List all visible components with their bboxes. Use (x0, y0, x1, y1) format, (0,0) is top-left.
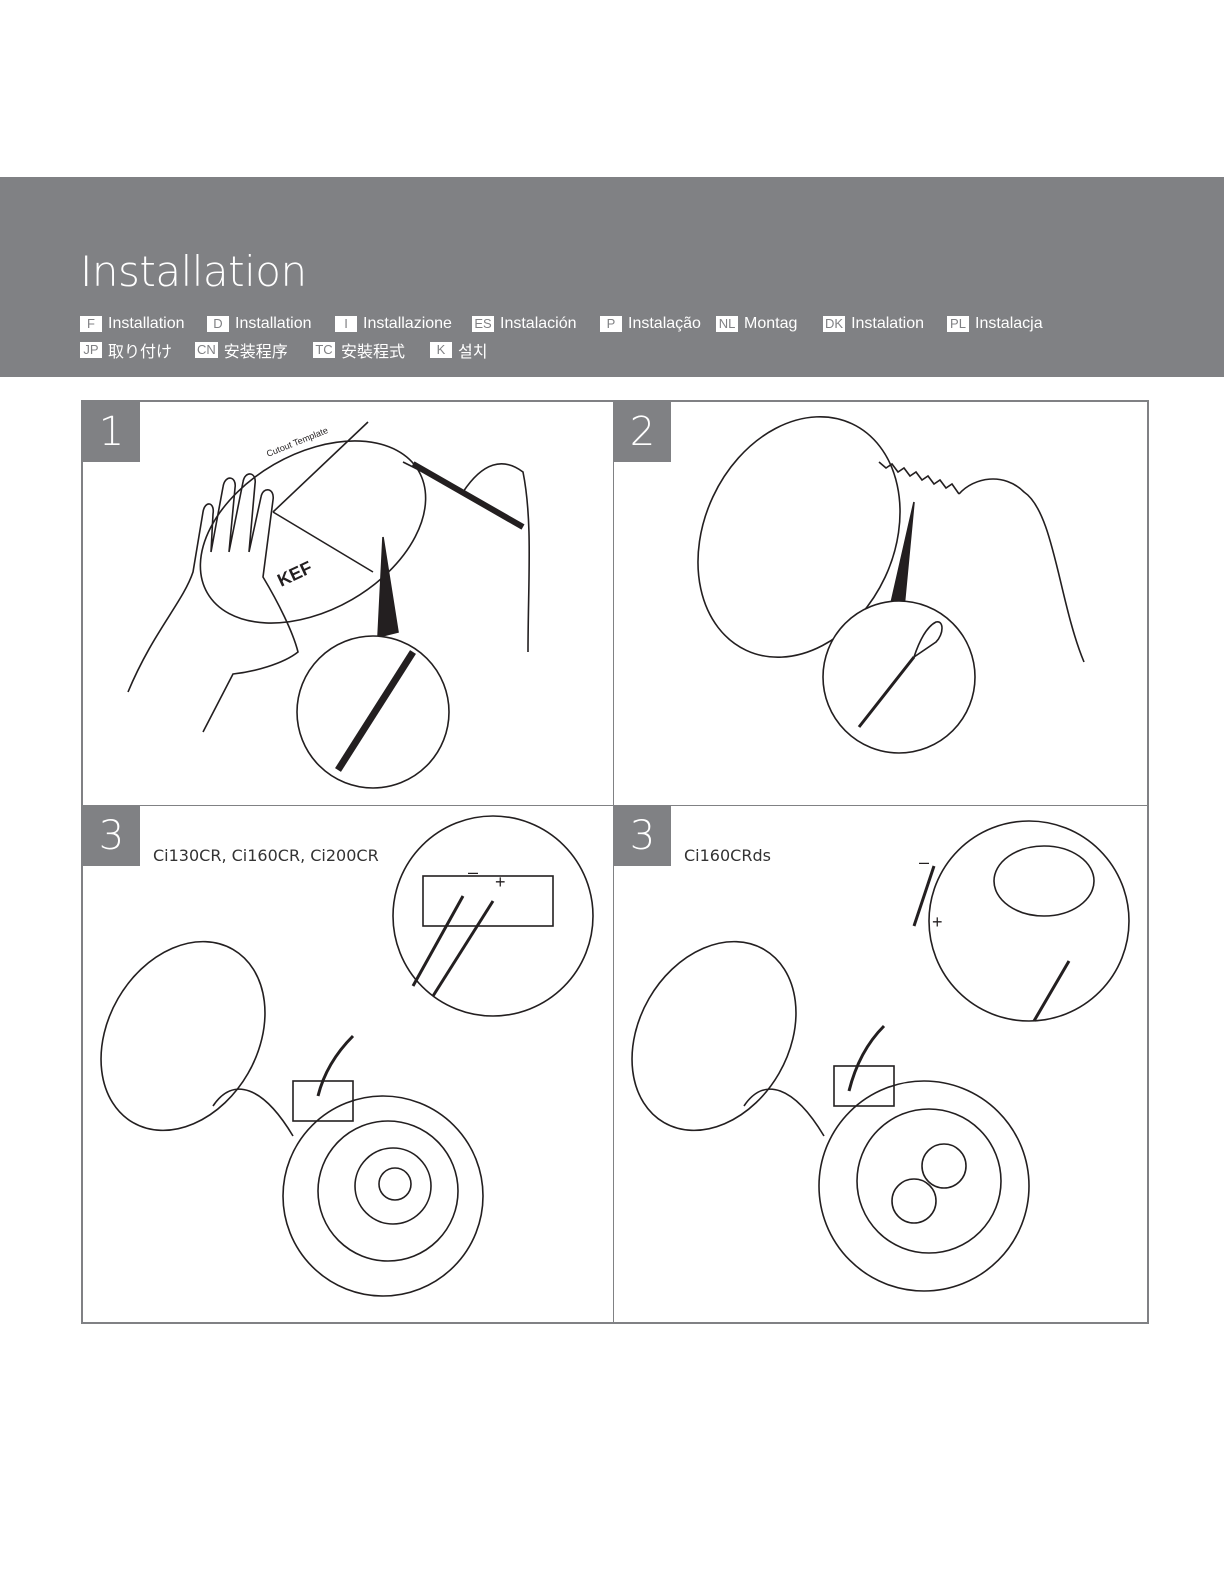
ceiling-cutout (83, 912, 298, 1160)
step-3a-illustration: – + (83, 806, 614, 1322)
speaker-cable (744, 1089, 824, 1136)
header-banner: Installation F Installation D Installation… (0, 177, 1224, 377)
speaker-baffle (283, 1096, 483, 1296)
step-panel-3a: – + 3 Ci130CR, Ci160CR, Ci200CR (83, 806, 614, 1322)
lang-item-tc: TC 安裝程式 (313, 339, 405, 361)
negative-terminal-label: – (468, 862, 478, 882)
lang-code: K (430, 342, 452, 358)
lang-label: Montag (744, 315, 797, 333)
model-list: Ci130CR, Ci160CR, Ci200CR (153, 846, 379, 865)
lang-code: P (600, 316, 622, 332)
lang-label: Instalacja (975, 315, 1043, 333)
lang-code: D (207, 316, 229, 332)
positive-terminal-label: + (932, 912, 943, 932)
speaker-driver-2 (922, 1144, 966, 1188)
step-number-2: 2 (614, 402, 671, 462)
lang-code: ES (472, 316, 494, 332)
lang-code: PL (947, 316, 969, 332)
connection-arrow (849, 1026, 884, 1091)
lang-code: JP (80, 342, 102, 358)
step-panel-3b: – + 3 Ci160CRds (614, 806, 1147, 1322)
lang-item-es: ES Instalación (472, 313, 577, 335)
step-panel-2: 2 (614, 402, 1147, 806)
lang-label: 安裝程式 (341, 338, 405, 362)
lang-label: Installazione (363, 315, 452, 333)
lang-item-p: P Instalação (600, 313, 701, 335)
speaker-cone (355, 1148, 431, 1224)
step-panel-1: KEF Cutout Template 1 (83, 402, 614, 806)
step-number-1: 1 (83, 402, 140, 462)
step-number-3a: 3 (83, 806, 140, 866)
lang-item-pl: PL Instalacja (947, 313, 1043, 335)
lang-code: CN (195, 342, 218, 358)
positive-terminal-label: + (495, 872, 506, 892)
speaker-tweeter (379, 1168, 411, 1200)
lang-label: Installation (235, 315, 312, 333)
speaker-driver-1 (892, 1179, 936, 1223)
negative-terminal-label: – (919, 852, 929, 872)
step-2-illustration (614, 402, 1147, 806)
model-list: Ci160CRds (684, 846, 771, 865)
page-title: Installation (80, 247, 307, 296)
lang-label: Instalação (628, 315, 701, 333)
pencil (413, 464, 523, 527)
zoom-circle (929, 821, 1129, 1021)
step-number-3b: 3 (614, 806, 671, 866)
speaker-baffle (819, 1081, 1029, 1291)
right-hand (959, 479, 1084, 662)
lang-label: Installation (108, 315, 185, 333)
lang-item-dk: DK Instalation (823, 313, 924, 335)
lang-label: 설치 (458, 338, 487, 362)
lang-label: 安装程序 (224, 338, 288, 362)
installation-steps-grid: KEF Cutout Template 1 2 (81, 400, 1149, 1324)
lang-item-i: I Installazione (335, 313, 452, 335)
lang-label: Instalación (500, 315, 577, 333)
lang-code: I (335, 316, 357, 332)
lang-label: Instalation (851, 315, 924, 333)
lang-item-d: D Installation (207, 313, 312, 335)
lang-code: NL (716, 316, 738, 332)
step-3b-illustration: – + (614, 806, 1147, 1322)
lang-label: 取り付け (108, 338, 172, 362)
lang-code: TC (313, 342, 335, 358)
lang-item-nl: NL Montag (716, 313, 797, 335)
lang-item-k: K 설치 (430, 339, 487, 361)
step-1-illustration: KEF Cutout Template (83, 402, 614, 806)
speaker-grille-ring (318, 1121, 458, 1261)
lang-item-cn: CN 安装程序 (195, 339, 288, 361)
lang-code: DK (823, 316, 845, 332)
lang-item-f: F Installation (80, 313, 185, 335)
lang-item-jp: JP 取り付け (80, 339, 172, 361)
ceiling-cutout (614, 912, 829, 1160)
speaker-cable (213, 1089, 293, 1136)
terminal-block (293, 1081, 353, 1121)
connection-arrow (318, 1036, 353, 1096)
lang-code: F (80, 316, 102, 332)
